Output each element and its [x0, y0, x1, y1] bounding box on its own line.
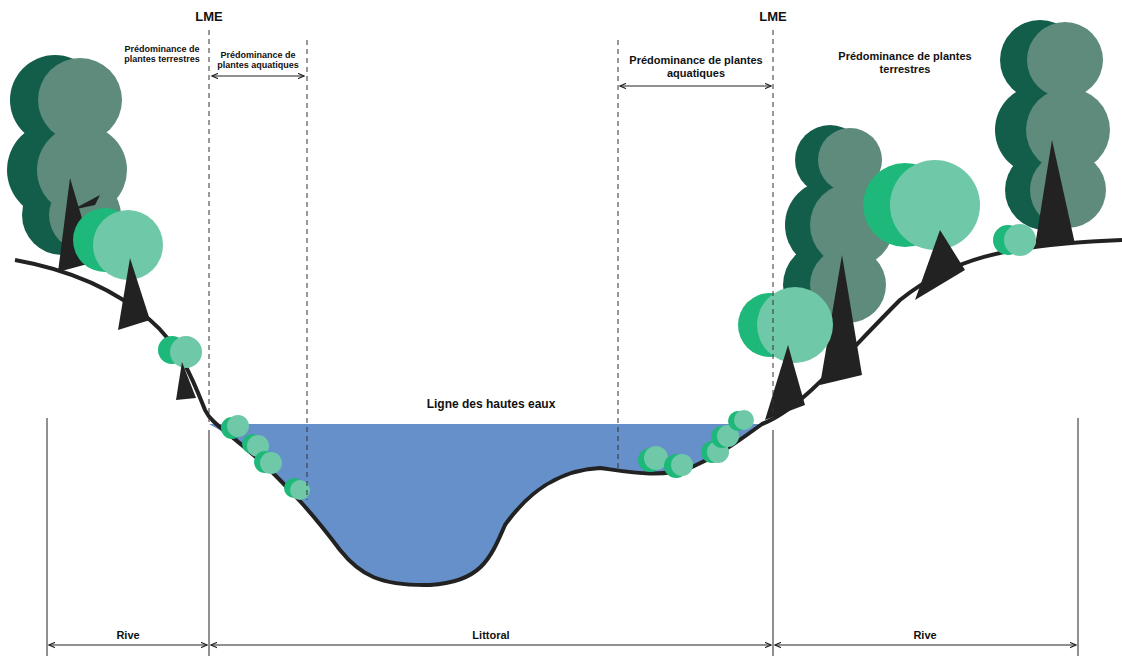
zone-label: Prédominance de plantes aquatiques: [210, 50, 306, 71]
zone-dimension-label: Littoral: [472, 629, 509, 642]
right-aquatic-plants: [638, 410, 754, 478]
zone-label: Prédominance de plantes terrestres: [830, 50, 980, 75]
ground-line: [15, 240, 1122, 585]
water-line-label: Ligne des hautes eaux: [391, 398, 591, 412]
zone-dimension-label: Rive: [116, 629, 139, 642]
right-trees: [738, 20, 1110, 420]
boundary-label: LME: [179, 10, 239, 25]
left-trees: [7, 55, 310, 500]
zone-dimension-label: Rive: [913, 629, 936, 642]
dashed-boundaries: [209, 30, 773, 500]
zone-label: Prédominance de plantes aquatiques: [621, 54, 771, 79]
boundary-label: LME: [743, 10, 803, 25]
zone-label: Prédominance de plantes terrestres: [114, 44, 210, 65]
dimension-arrows: [47, 76, 1078, 656]
